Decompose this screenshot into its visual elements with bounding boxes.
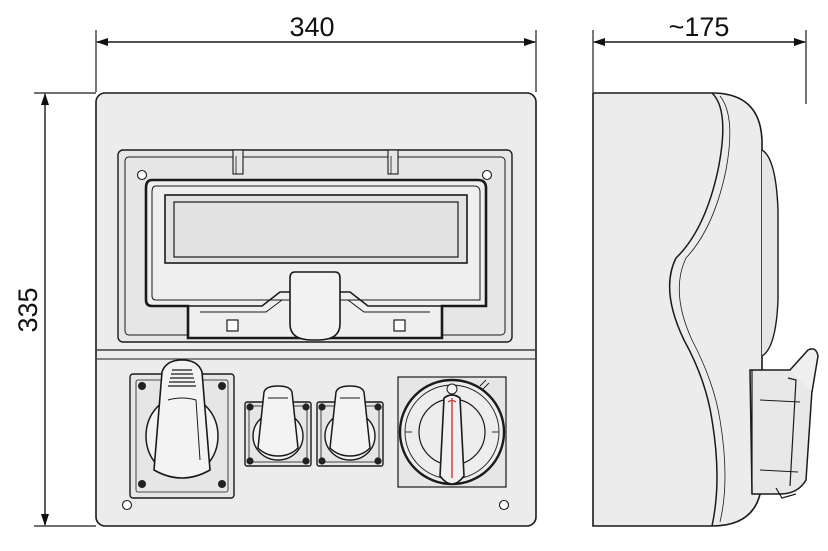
schuko-socket-right	[316, 385, 384, 467]
cover-marker-square-right	[393, 319, 406, 332]
mounting-hole-icon	[121, 499, 133, 511]
depth-label: ~175	[669, 12, 730, 42]
power-socket-icon	[329, 385, 371, 457]
depth-dimension: ~175	[592, 12, 807, 104]
cover-hinge-right	[387, 149, 399, 175]
mounting-hole-icon	[136, 169, 148, 181]
power-socket-icon	[153, 359, 211, 479]
breaker-cover	[117, 149, 513, 343]
schuko-socket-left	[244, 385, 312, 467]
cee-socket	[129, 359, 235, 499]
width-dimension: 340	[95, 12, 537, 92]
front-view	[95, 92, 537, 527]
height-dimension: 335	[13, 92, 96, 527]
rotary-switch	[397, 376, 507, 488]
breaker-window-inner	[173, 201, 459, 258]
cee-socket-side	[749, 348, 819, 499]
mounting-hole-icon	[481, 169, 493, 181]
cover-side-profile	[761, 149, 779, 357]
cover-latch	[289, 271, 341, 341]
side-parting-line	[668, 92, 724, 527]
side-view	[592, 92, 819, 527]
height-label: 335	[13, 287, 43, 332]
cover-marker-square-left	[226, 319, 239, 332]
mounting-hole-icon	[498, 499, 510, 511]
power-socket-icon	[257, 385, 299, 457]
cover-hinge-left	[232, 149, 244, 175]
enclosure-side-body	[592, 92, 763, 527]
breaker-window	[164, 194, 468, 264]
width-label: 340	[289, 12, 334, 42]
